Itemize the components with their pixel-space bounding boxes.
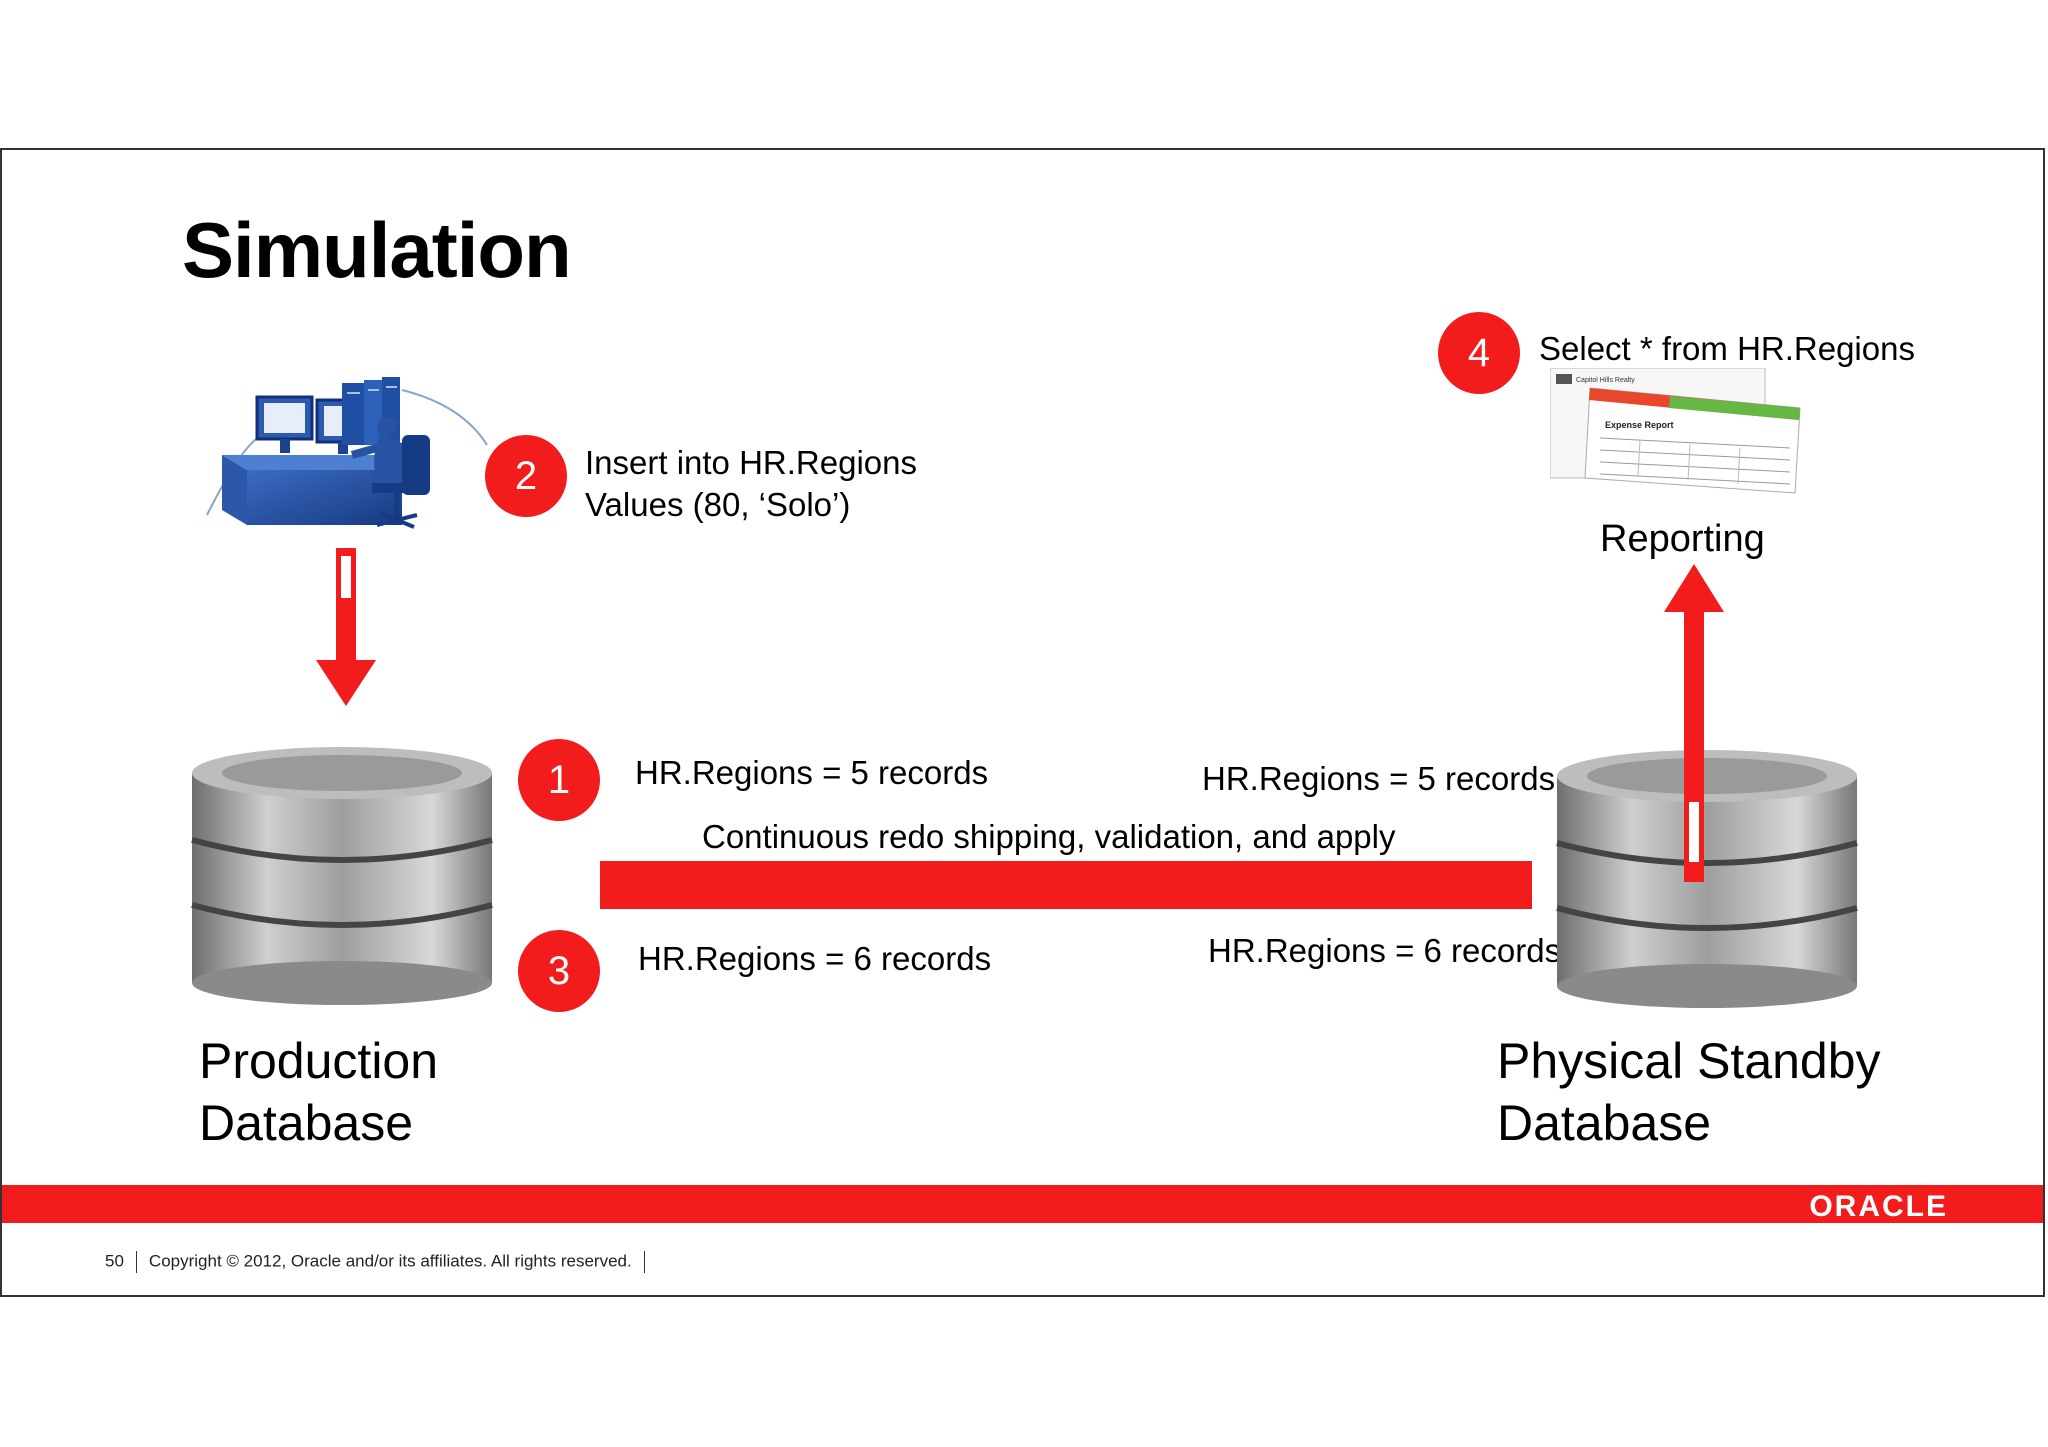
slide-title: Simulation [182, 206, 572, 294]
footer-divider-end [643, 1251, 645, 1273]
step-1-badge: 1 [518, 739, 600, 821]
workstation-illustration [206, 377, 488, 529]
step-2-line2: Values (80, ‘Solo’) [585, 486, 851, 523]
oracle-logo: ORACLE [1809, 1190, 1948, 1223]
up-arrow-icon [1664, 564, 1724, 882]
slide: Simulation 2 Insert [0, 148, 2045, 1297]
redo-label: Continuous redo shipping, validation, an… [702, 818, 1396, 855]
report-heading: Expense Report [1605, 420, 1674, 430]
report-brand: Capitol Hills Realty [1576, 377, 1635, 384]
page-number: 50 [105, 1251, 124, 1271]
production-database-label: Production Database [199, 1030, 438, 1154]
footer-band [2, 1185, 2043, 1223]
production-database-icon [191, 747, 493, 1005]
standby-database-icon [1556, 750, 1858, 1008]
standby-line1: Physical Standby [1497, 1033, 1881, 1089]
step-4-badge: 4 [1438, 312, 1520, 394]
standby-line2: Database [1497, 1095, 1712, 1151]
step-3-right-text: HR.Regions = 6 records [1208, 932, 1562, 969]
step-2-line1: Insert into HR.Regions [585, 444, 917, 481]
footer: 50 Copyright © 2012, Oracle and/or its af… [105, 1251, 657, 1273]
step-1-left-text: HR.Regions = 5 records [635, 754, 989, 791]
step-3-badge: 3 [518, 930, 600, 1012]
report-illustration: Capitol Hills Realty Expense Report [1550, 368, 1801, 494]
standby-database-label: Physical Standby Database [1497, 1030, 1881, 1154]
production-line1: Production [199, 1033, 439, 1089]
redo-transport-bar [600, 861, 1532, 909]
copyright-text: Copyright © 2012, Oracle and/or its affi… [148, 1251, 632, 1271]
step-3-left-text: HR.Regions = 6 records [638, 940, 992, 977]
reporting-label: Reporting [1600, 518, 1765, 560]
down-arrow-icon [316, 548, 376, 706]
step-2-text: Insert into HR.Regions Values (80, ‘Solo… [585, 442, 917, 526]
step-4-text: Select * from HR.Regions [1539, 330, 1915, 367]
footer-divider [135, 1251, 137, 1273]
step-1-right-text: HR.Regions = 5 records [1202, 760, 1556, 797]
production-line2: Database [199, 1095, 414, 1151]
step-2-badge: 2 [485, 435, 567, 517]
